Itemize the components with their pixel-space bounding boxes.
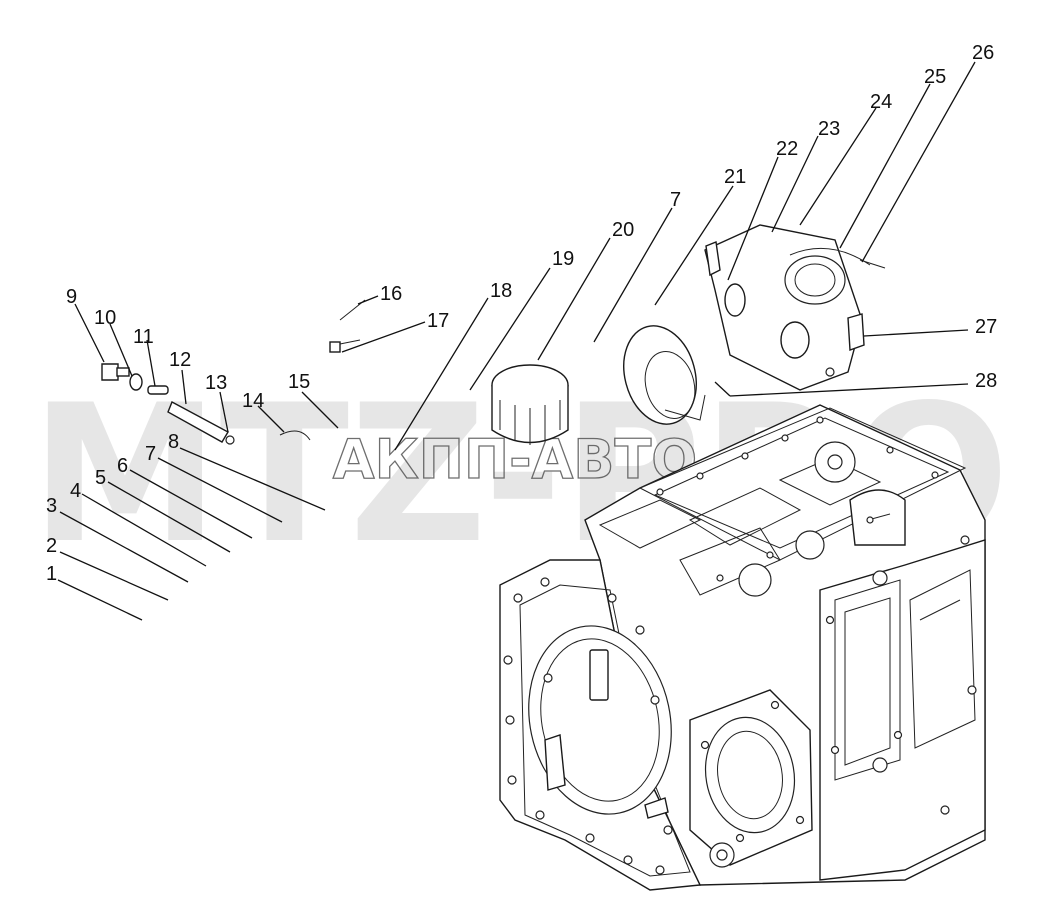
- callout-25: 25: [924, 66, 946, 88]
- leader-lines: [57, 61, 976, 621]
- callout-23: 23: [818, 118, 840, 140]
- callout-3: 3: [46, 495, 57, 517]
- callout-21: 21: [724, 166, 746, 188]
- callout-15: 15: [288, 371, 310, 393]
- callout-14: 14: [242, 390, 264, 412]
- callout-13: 13: [205, 372, 227, 394]
- callout-4: 4: [70, 480, 81, 502]
- callout-27: 27: [975, 316, 997, 338]
- drum-part: [491, 364, 569, 445]
- callout-labels: 1 2 3 4 5 6 7 8 9 10 11 12 13 14 15 16 1…: [46, 42, 997, 585]
- callout-6: 6: [117, 455, 128, 477]
- callout-19: 19: [552, 248, 574, 270]
- callout-11: 11: [133, 326, 154, 348]
- callout-28: 28: [975, 370, 997, 392]
- small-parts: [101, 299, 366, 445]
- callout-2: 2: [46, 535, 57, 557]
- callout-7-left: 7: [145, 443, 156, 465]
- gear-part: [623, 325, 706, 425]
- gearbox-housing: [499, 404, 986, 891]
- callout-17: 17: [427, 310, 449, 332]
- callout-22: 22: [776, 138, 798, 160]
- callout-26: 26: [972, 42, 994, 64]
- callout-9: 9: [66, 286, 77, 308]
- callout-12: 12: [169, 349, 191, 371]
- callout-16: 16: [380, 283, 402, 305]
- callout-18: 18: [490, 280, 512, 302]
- callout-1: 1: [46, 563, 57, 585]
- callout-10: 10: [94, 307, 116, 329]
- callout-5: 5: [95, 467, 106, 489]
- callout-7-right: 7: [670, 189, 681, 211]
- rear-cover-assembly: [704, 224, 886, 391]
- flange-bolt-holes: [503, 416, 977, 875]
- callout-20: 20: [612, 219, 634, 241]
- callout-24: 24: [870, 91, 892, 113]
- callout-8: 8: [168, 431, 179, 453]
